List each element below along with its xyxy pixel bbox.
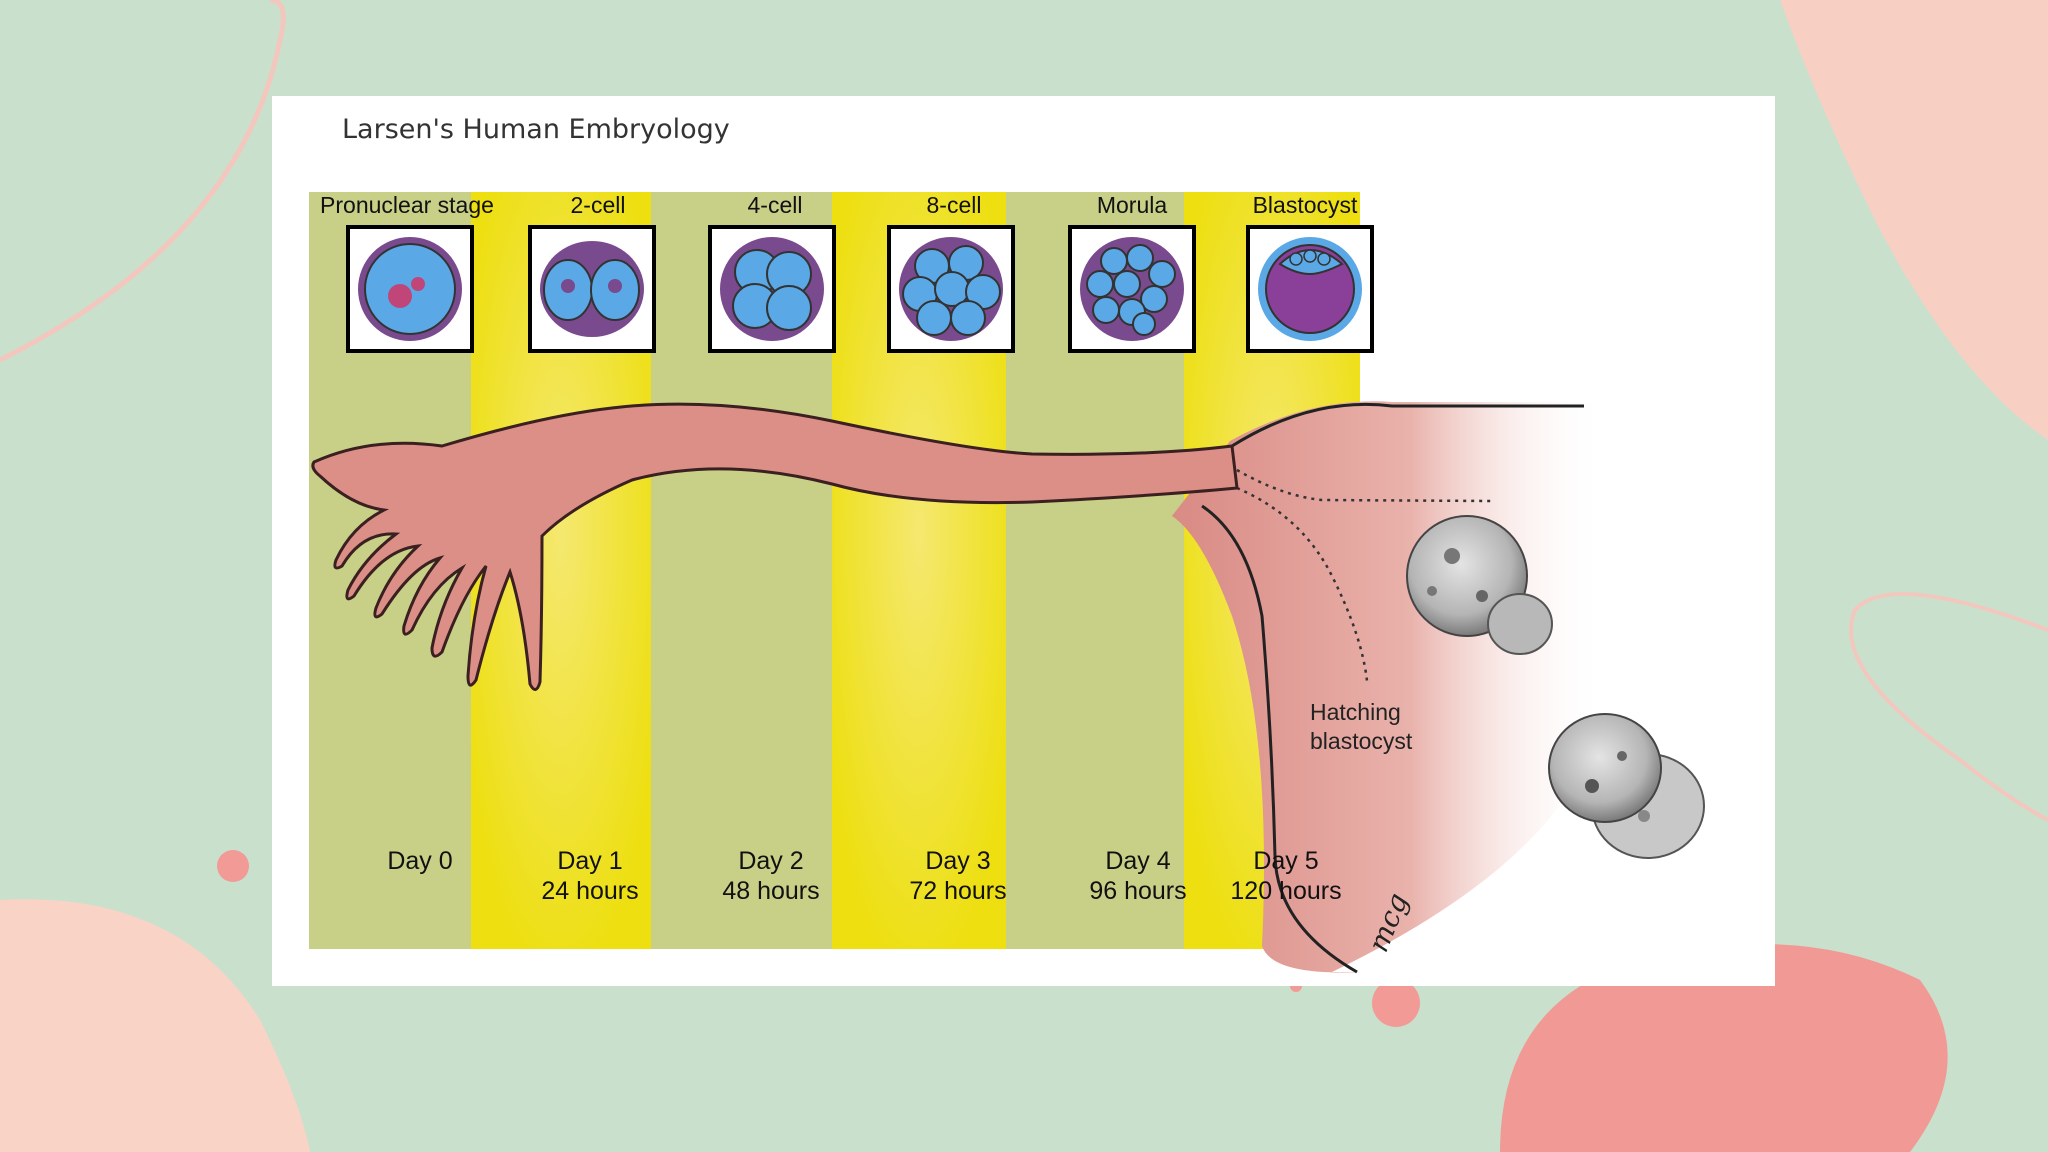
hours-text: 24 hours [541,877,639,905]
hours-text: 96 hours [1089,877,1187,905]
stage-label-pronuclear: Pronuclear stage [320,192,494,218]
day-text: Day 2 [738,847,804,875]
decor-dot-left [217,850,249,882]
hatching-label-line2: blastocyst [1310,728,1413,754]
decor-dot-bottom [1372,979,1420,1027]
day-text: Day 1 [557,847,623,875]
day-text: Day 3 [925,847,991,875]
day-text: Day 4 [1105,847,1171,875]
uterus-top-outline [1231,402,1584,448]
hours-text: 120 hours [1230,877,1342,905]
day-label-1: Day 1 24 hours [495,846,685,906]
hatching-label-line1: Hatching [1310,699,1401,725]
hours-text: 72 hours [909,877,1007,905]
stage-image-2-cell [528,225,656,353]
uterus-bottom-outline [1201,504,1358,974]
stage-image-pronuclear [346,225,474,353]
stage-label-blastocyst: Blastocyst [1252,192,1358,218]
stage-image-4-cell [708,225,836,353]
stage-label-morula: Morula [1096,192,1168,218]
decor-blob-top-right [1780,0,2048,440]
decor-curve-top-left [0,0,286,363]
stage-label-2-cell: 2-cell [570,192,626,218]
stage-image-8-cell [887,225,1015,353]
stage-image-morula [1068,225,1196,353]
embryo-development-diagram [309,192,1705,974]
fallopian-tube [311,402,1239,691]
day-label-4: Day 4 96 hours [1043,846,1233,906]
day-label-0: Day 0 [325,846,515,876]
day-label-3: Day 3 72 hours [863,846,1053,906]
decor-blob-bottom-right [1500,944,1948,1152]
dotted-path-upper [1236,468,1493,503]
decor-curve-right [1849,592,2048,822]
day-label-5: Day 5 120 hours [1191,846,1381,906]
stage-label-4-cell: 4-cell [747,192,803,218]
hatching-blastocyst-label: Hatching blastocyst [1310,698,1412,756]
stage-image-blastocyst [1246,225,1374,353]
hatching-blastocyst-micrograph-2 [1548,713,1705,859]
day-text: Day 5 [1253,847,1319,875]
embryology-slide: Larsen's Human Embryology [272,96,1775,986]
source-title: Larsen's Human Embryology [342,114,730,145]
decor-blob-bottom-left [0,899,310,1152]
stage-label-8-cell: 8-cell [926,192,982,218]
day-text: Day 0 [387,847,453,875]
hatching-blastocyst-micrograph-1 [1406,515,1553,655]
hours-text: 48 hours [722,877,820,905]
day-label-2: Day 2 48 hours [676,846,866,906]
